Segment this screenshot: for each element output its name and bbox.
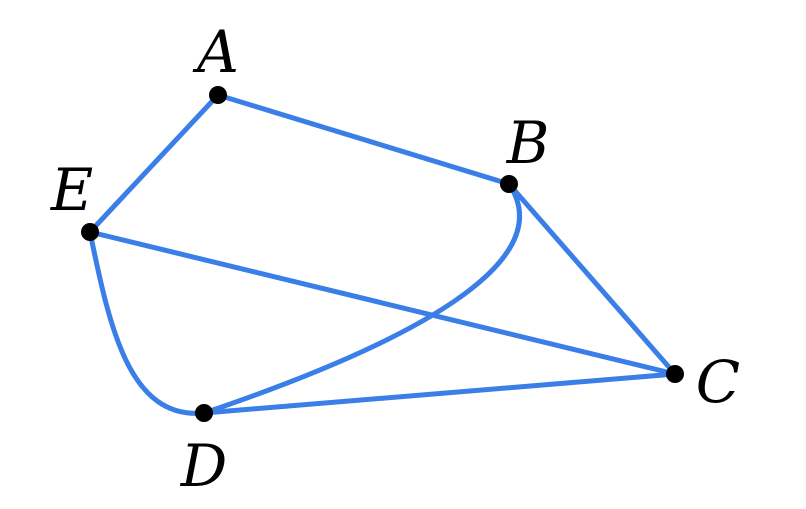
vertex-label-a: A <box>192 18 239 86</box>
edge-e-c <box>87 229 678 377</box>
edges-group <box>87 92 678 416</box>
edge-b-d <box>201 181 522 416</box>
vertex-label-c: C <box>696 348 740 416</box>
vertex-b <box>500 175 518 193</box>
edge-e-d <box>87 229 207 416</box>
vertex-a <box>209 86 227 104</box>
edge-a-b <box>215 92 512 187</box>
vertices-group <box>81 86 684 422</box>
vertex-e <box>81 223 99 241</box>
vertex-d <box>195 404 213 422</box>
edge-d-c <box>201 371 678 416</box>
edge-a-e <box>87 92 221 235</box>
edge-b-c <box>506 181 678 377</box>
vertex-label-d: D <box>180 432 228 500</box>
labels-group: A B C D E <box>50 18 740 500</box>
vertex-label-b: B <box>506 109 550 177</box>
vertex-c <box>666 365 684 383</box>
vertex-label-e: E <box>50 156 93 224</box>
